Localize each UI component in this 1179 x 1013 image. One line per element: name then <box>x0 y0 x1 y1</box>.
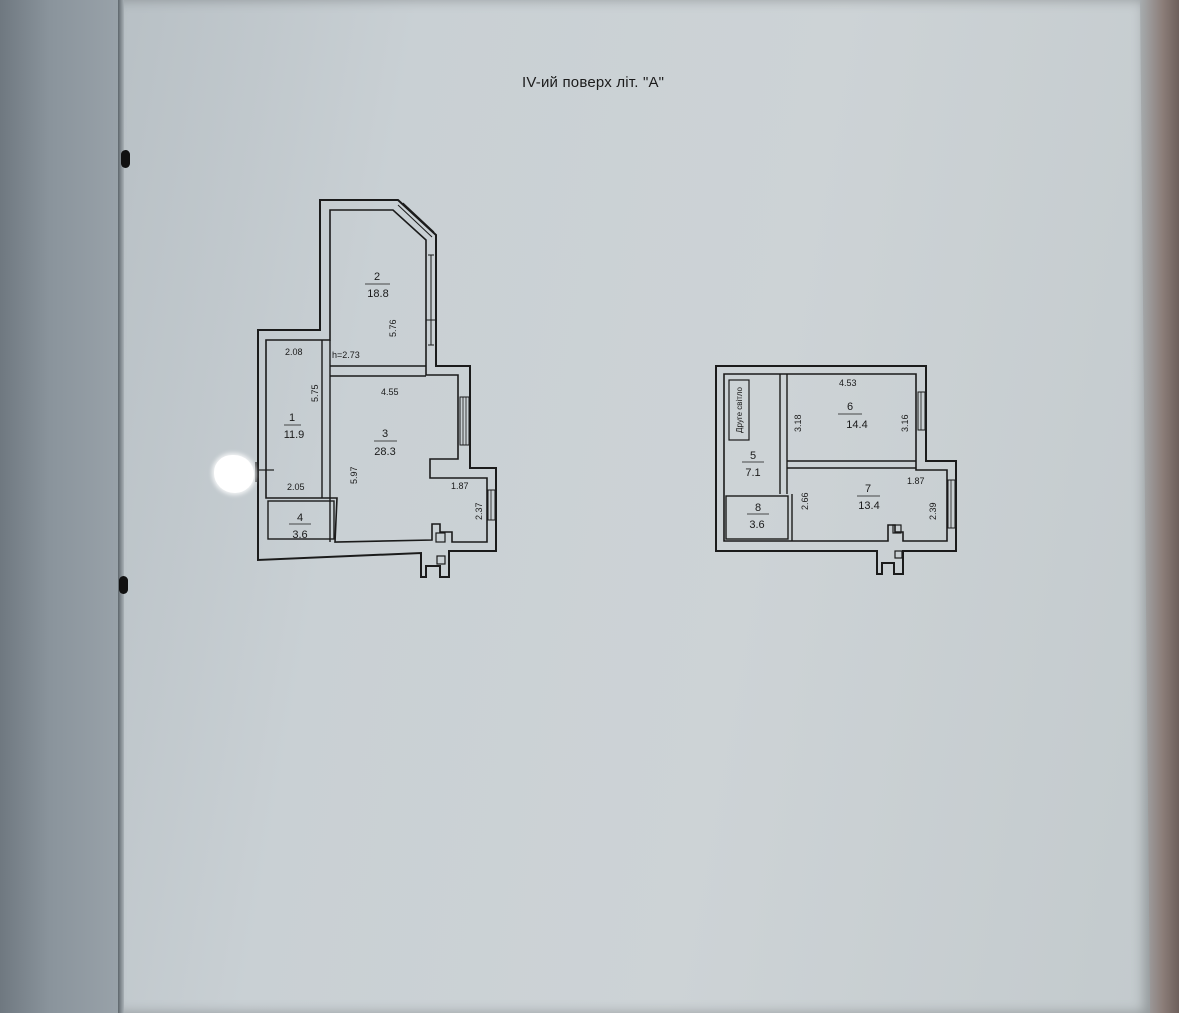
outer-wall <box>715 365 957 575</box>
room-number: 4 <box>297 512 303 524</box>
dimension-label: 4.53 <box>839 378 857 388</box>
dimension-label: 2.39 <box>928 502 938 520</box>
stair-light-label: Друге світло <box>735 386 744 432</box>
room-number: 8 <box>755 502 761 514</box>
floor-plan-b <box>715 365 957 575</box>
dimension-label: 2.37 <box>474 502 484 520</box>
room-number: 7 <box>865 483 871 495</box>
punch-hole <box>119 576 128 594</box>
dimension-label: 5.97 <box>349 466 359 484</box>
inner-wall <box>723 373 948 542</box>
dimension-label: h=2.73 <box>332 350 360 360</box>
room-area: 18.8 <box>367 288 388 300</box>
outer-wall <box>257 199 497 578</box>
dimension-label: 3.16 <box>900 414 910 432</box>
room-area: 3.6 <box>749 519 764 531</box>
room-number: 1 <box>289 412 295 424</box>
room-area: 13.4 <box>858 500 879 512</box>
dimension-label: 1.87 <box>907 476 925 486</box>
room-number: 6 <box>847 401 853 413</box>
plan-a-dimensions: 2.08 5.75 2.05 5.76 h=2.73 4.55 5.97 1.8… <box>285 319 484 520</box>
dimension-label: 1.87 <box>451 481 469 491</box>
dimension-label: 4.55 <box>381 387 399 397</box>
room-area: 7.1 <box>745 467 760 479</box>
paper-sheet <box>120 0 1150 1013</box>
room-number: 3 <box>382 428 388 440</box>
plan-b-labels: Друге світло 5 7.1 6 14.4 7 13.4 8 3.6 <box>735 386 880 531</box>
dimension-label: 2.66 <box>800 492 810 510</box>
dimension-label: 2.05 <box>287 482 305 492</box>
room-area: 28.3 <box>374 446 395 458</box>
floor-plan-a <box>255 199 497 578</box>
background-left <box>0 0 125 1013</box>
room-number: 2 <box>374 271 380 283</box>
light-glare <box>214 455 254 493</box>
dimension-label: 2.08 <box>285 347 303 357</box>
page-title: IV-ий поверх літ. "А" <box>522 74 665 91</box>
plan-b-dimensions: 4.53 3.18 3.16 2.66 1.87 2.39 <box>793 378 938 520</box>
plan-a-labels: 1 11.9 2 18.8 3 28.3 4 3.6 <box>284 271 397 541</box>
room-area: 14.4 <box>846 419 867 431</box>
punch-hole <box>121 150 130 168</box>
room-number: 5 <box>750 450 756 462</box>
room-area: 3.6 <box>292 529 307 541</box>
dimension-label: 5.75 <box>310 384 320 402</box>
room-area: 11.9 <box>284 429 305 441</box>
inner-wall <box>265 209 488 543</box>
dimension-label: 3.18 <box>793 414 803 432</box>
sheet-edge <box>118 0 124 1013</box>
dimension-label: 5.76 <box>388 319 398 337</box>
